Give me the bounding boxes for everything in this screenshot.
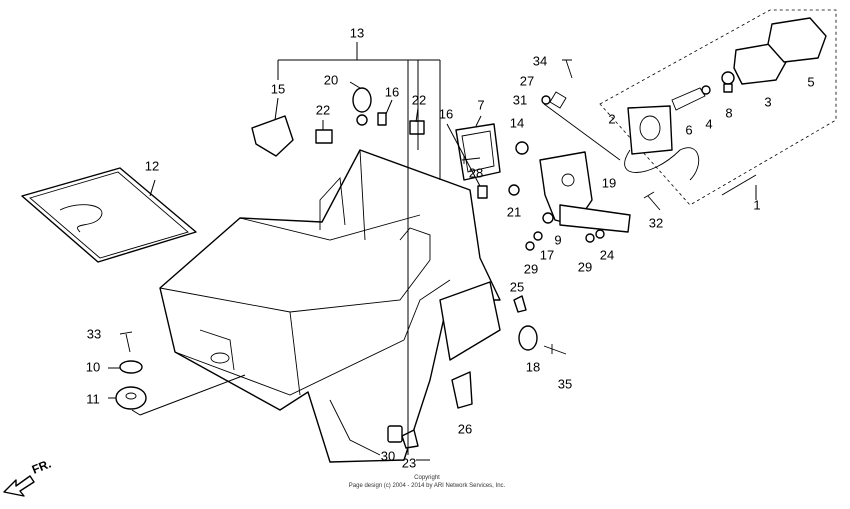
callout-21: 21 — [507, 204, 521, 219]
part-9-nut — [542, 212, 554, 224]
callout-34: 34 — [533, 53, 547, 68]
copyright-line-1: Copyright — [414, 475, 440, 481]
rear-fender-tray — [159, 149, 501, 463]
part-24-nut — [595, 229, 605, 239]
part-8-bulb — [721, 71, 735, 93]
part-6-socket — [671, 87, 706, 111]
front-arrow-icon — [3, 475, 35, 497]
callout-26: 26 — [458, 421, 472, 436]
callout-9: 9 — [554, 232, 561, 247]
callout-22-left: 22 — [316, 102, 330, 117]
callout-1: 1 — [753, 197, 760, 212]
part-29-nut-right — [585, 233, 595, 243]
callout-12: 12 — [145, 158, 159, 173]
callout-35: 35 — [558, 376, 572, 391]
part-2-taillight-case — [624, 105, 700, 181]
part-16-collar-right — [477, 185, 488, 199]
callout-31: 31 — [513, 92, 527, 107]
part-5-cover — [767, 17, 827, 63]
callout-10: 10 — [86, 359, 100, 374]
part-33-bolt — [119, 331, 133, 353]
callout-19: 19 — [602, 175, 616, 190]
part-14-nut — [515, 141, 529, 155]
part-19-bracket — [539, 151, 631, 233]
part-20-band — [352, 87, 372, 126]
callout-2: 2 — [608, 111, 615, 126]
callout-28: 28 — [469, 165, 483, 180]
part-22-clip-right — [409, 120, 425, 135]
part-35-bolt — [543, 344, 567, 355]
callout-15: 15 — [271, 81, 285, 96]
part-27-stay — [549, 91, 567, 109]
callouts: 1 2 3 4 5 6 7 8 9 10 11 12 13 14 15 16 1… — [86, 25, 815, 470]
callout-29-right: 29 — [578, 259, 592, 274]
front-direction-label: FR. — [30, 457, 53, 477]
callout-20: 20 — [324, 72, 338, 87]
part-21-nut — [508, 184, 520, 196]
callout-33: 33 — [87, 326, 101, 341]
callout-16-right: 16 — [439, 106, 453, 121]
part-29-nut-left — [525, 241, 535, 251]
callout-23: 23 — [402, 455, 416, 470]
part-25-clip — [513, 295, 527, 313]
part-12-manual — [21, 167, 197, 263]
front-direction-indicator: FR. — [3, 457, 53, 497]
callout-25: 25 — [510, 279, 524, 294]
part-32-screw — [643, 191, 661, 211]
part-7-reflector — [455, 123, 501, 181]
callout-22-right: 22 — [412, 92, 426, 107]
part-10-collar — [119, 360, 143, 374]
callout-11: 11 — [86, 391, 100, 406]
callout-3: 3 — [764, 94, 771, 109]
callout-27: 27 — [520, 73, 534, 88]
part-28-screw — [461, 156, 481, 164]
callout-14: 14 — [510, 115, 524, 130]
part-15-cover — [251, 115, 294, 157]
leader-lines — [108, 42, 757, 461]
part-23-clip — [401, 429, 419, 449]
callout-6: 6 — [685, 122, 692, 137]
callout-13: 13 — [350, 25, 364, 40]
callout-5: 5 — [807, 74, 814, 89]
part-26-bracket — [451, 371, 473, 409]
callout-18: 18 — [526, 359, 540, 374]
part-31-nut — [541, 95, 551, 105]
callout-29-left: 29 — [524, 261, 538, 276]
part-22-clip-left — [315, 129, 333, 144]
callout-8: 8 — [725, 105, 732, 120]
part-4-grommet — [701, 85, 711, 95]
part-11-cushion — [115, 386, 147, 410]
part-18-cushion — [518, 325, 538, 351]
part-30-grommet — [387, 425, 403, 443]
part-17-washer — [533, 231, 543, 241]
part-16-collar-left — [377, 112, 387, 126]
callout-32: 32 — [649, 215, 663, 230]
callout-24: 24 — [600, 247, 614, 262]
callout-4: 4 — [705, 116, 712, 131]
callout-7: 7 — [477, 97, 484, 112]
copyright-line-2: Page design (c) 2004 - 2014 by ARI Netwo… — [349, 483, 506, 489]
callout-17: 17 — [540, 247, 554, 262]
callout-30: 30 — [381, 448, 395, 463]
callout-16-left: 16 — [385, 84, 399, 99]
part-34-bolt — [562, 59, 573, 79]
